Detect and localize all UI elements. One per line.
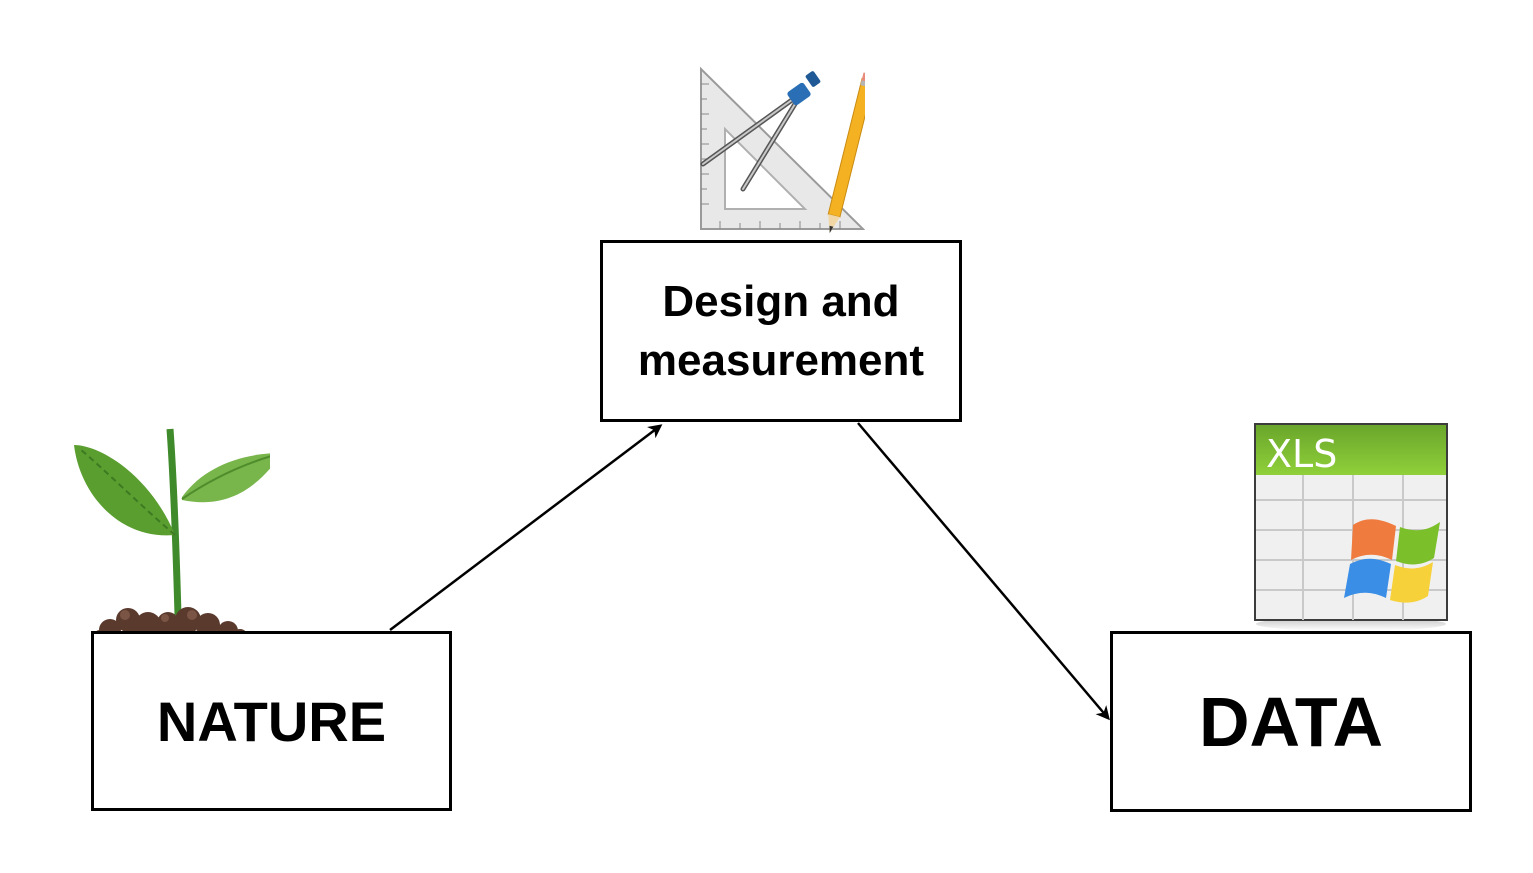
drafting-tools-icon — [700, 66, 865, 234]
design-measurement-box: Design and measurement — [600, 240, 962, 422]
arrow-design-to-data — [857, 422, 1110, 721]
plant-sprout-icon — [74, 428, 270, 649]
nature-label: NATURE — [156, 689, 387, 753]
design-measurement-label: Design and measurement — [637, 276, 925, 385]
xls-label: XLS — [1266, 432, 1337, 476]
xls-spreadsheet-icon: XLS — [1254, 423, 1448, 631]
arrow-nature-to-design — [389, 424, 663, 631]
data-label: DATA — [1198, 682, 1384, 761]
nature-box: NATURE — [91, 631, 452, 811]
data-box: DATA — [1110, 631, 1472, 812]
